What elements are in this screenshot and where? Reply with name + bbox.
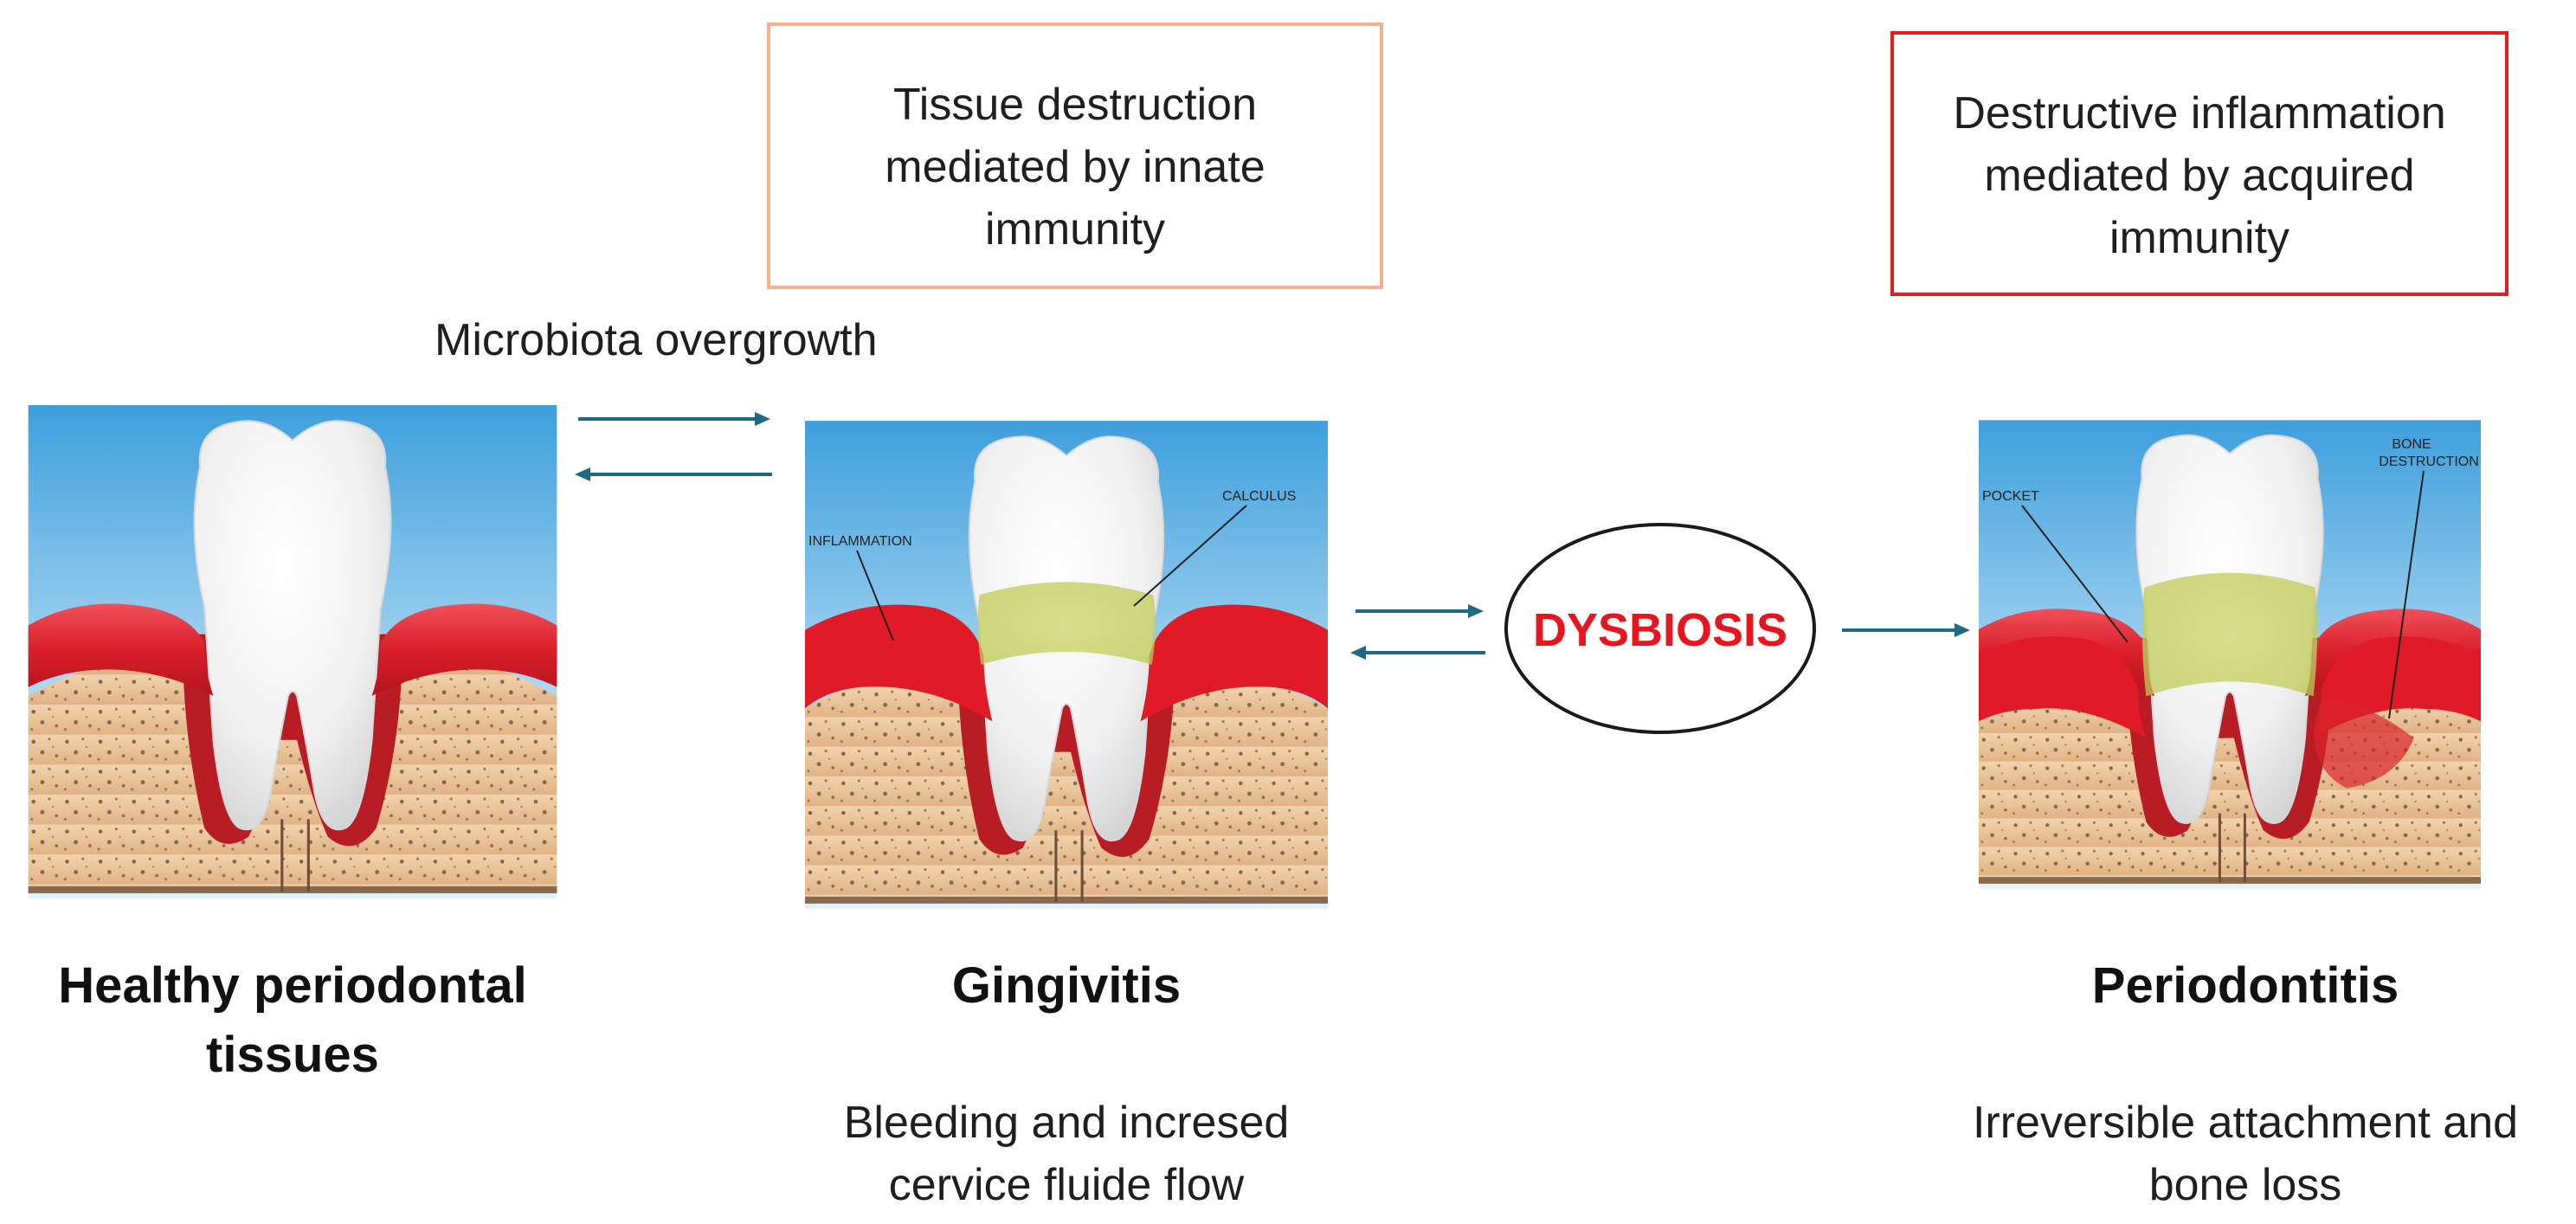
dysbiosis-node: DYSBIOSIS: [1504, 523, 1816, 734]
periodontitis-annotations: POCKET BONE DESTRUCTION: [1982, 437, 2479, 719]
innate-box-line3: immunity: [985, 204, 1165, 254]
acquired-box-line3: immunity: [2109, 213, 2289, 263]
arrows: [575, 412, 1970, 660]
arrow-healthy-to-gingivitis: [578, 412, 770, 426]
gingivitis-annotations: INFLAMMATION CALCULUS: [808, 489, 1296, 641]
innate-box-line1: Tissue destruction: [893, 80, 1257, 130]
gingivitis-label: Gingivitis: [952, 957, 1181, 1014]
periodontitis-desc-line1: Irreversible attachment and: [1973, 1098, 2518, 1148]
gingivitis-tooth-illustration: [805, 419, 1328, 911]
pocket-annotation: POCKET: [1982, 489, 2039, 504]
microbiota-overgrowth-label: Microbiota overgrowth: [435, 315, 878, 365]
periodontitis-desc-line2: bone loss: [2149, 1160, 2342, 1210]
calculus-annotation: CALCULUS: [1222, 489, 1296, 504]
gingivitis-desc-line1: Bleeding and incresed: [844, 1098, 1290, 1148]
acquired-immunity-box: Destructive inflammation mediated by acq…: [1890, 31, 2508, 296]
healthy-tooth-illustration: [28, 405, 557, 899]
healthy-label-line1: Healthy periodontal: [58, 957, 526, 1014]
arrow-gingivitis-to-dysbiosis: [1356, 604, 1484, 618]
bone-annotation-line2: DESTRUCTION: [2379, 454, 2479, 469]
arrow-dysbiosis-to-gingivitis: [1350, 646, 1485, 660]
innate-immunity-box: Tissue destruction mediated by innate im…: [767, 23, 1383, 289]
arrow-dysbiosis-to-periodontitis: [1842, 623, 1970, 637]
arrow-gingivitis-to-healthy: [575, 467, 772, 481]
dysbiosis-label: DYSBIOSIS: [1533, 604, 1787, 656]
periodontitis-label: Periodontitis: [2092, 957, 2399, 1014]
acquired-box-line2: mediated by acquired: [1984, 151, 2414, 201]
gingivitis-desc-line2: cervice fluide flow: [889, 1160, 1245, 1210]
acquired-box-line1: Destructive inflammation: [1953, 88, 2445, 139]
inflammation-annotation: INFLAMMATION: [808, 534, 912, 549]
bone-annotation-line1: BONE: [2392, 437, 2431, 452]
innate-box-line2: mediated by innate: [885, 142, 1265, 192]
healthy-label-line2: tissues: [206, 1027, 379, 1083]
periodontitis-tooth-illustration: [1979, 418, 2481, 891]
